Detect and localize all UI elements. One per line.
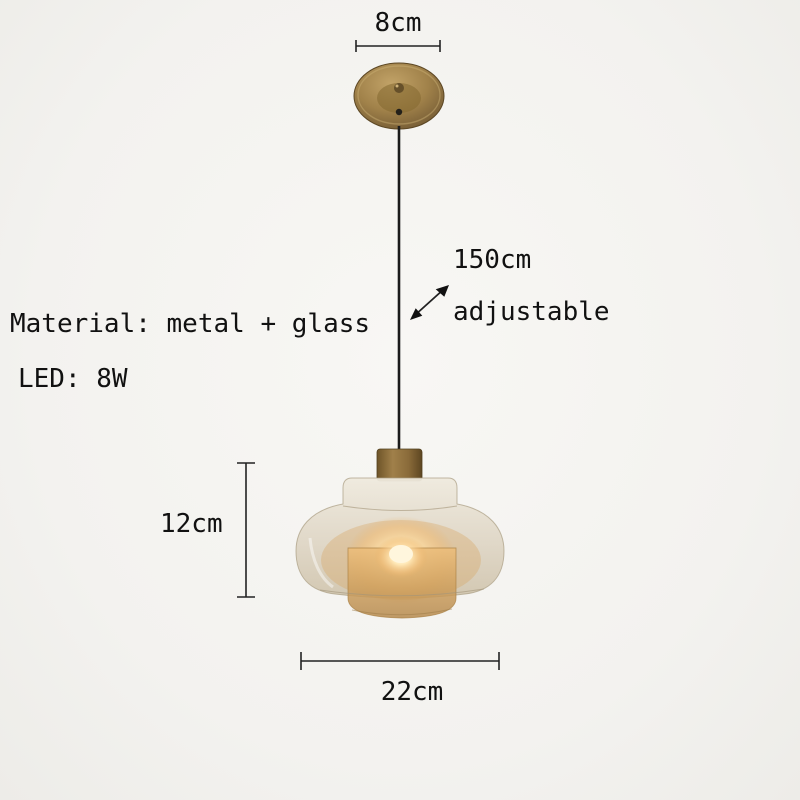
mount-width-dimension [355, 40, 441, 52]
bulb [389, 545, 413, 563]
shade-width-dimension [300, 652, 500, 670]
shade-bottom-rim [319, 588, 485, 597]
shade-seam [342, 505, 458, 511]
mount-screw [394, 83, 404, 93]
brass-cap [376, 448, 423, 482]
lamp-body [295, 448, 505, 619]
cable-exit-hole [395, 108, 403, 116]
shade-width-label: 22cm [380, 677, 444, 707]
cylinder-bottom-rim [351, 608, 453, 616]
shade-height-dimension [237, 462, 255, 598]
material-spec-label: Material: metal + glass [10, 309, 371, 339]
led-spec-label: LED: 8W [18, 364, 128, 394]
dimension-lines [237, 40, 500, 670]
shade-height-label: 12cm [160, 509, 223, 539]
cable-adjustable-label: adjustable [453, 297, 610, 327]
ceiling-mount [353, 62, 445, 130]
cable-length-label: 150cm [453, 245, 532, 275]
mount-recess [377, 83, 421, 113]
mount-width-label: 8cm [374, 8, 422, 38]
shade-highlight [308, 537, 334, 589]
inner-glass-cylinder [347, 547, 457, 619]
cable-adjustable-arrow [410, 285, 449, 320]
